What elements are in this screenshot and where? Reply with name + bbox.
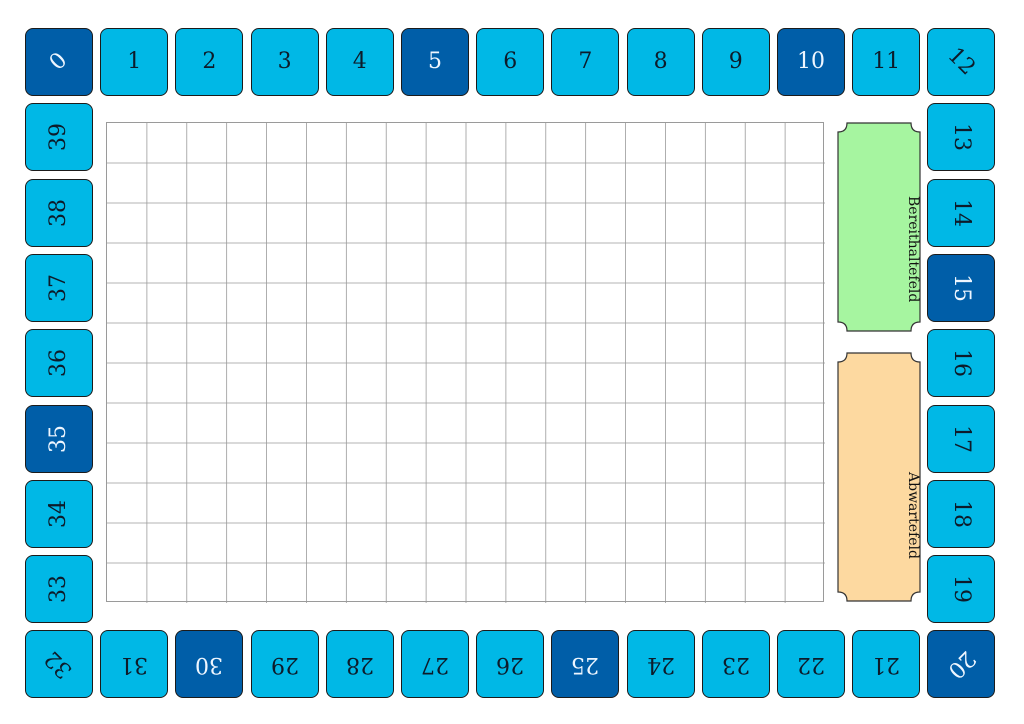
track-field-number: 34 [46, 499, 71, 528]
track-field-1[interactable]: 1 [100, 28, 169, 96]
track-field-16[interactable]: 16 [927, 329, 996, 398]
track-field-number: 14 [949, 198, 975, 227]
standby-area[interactable]: Bereithaltefeld [837, 122, 921, 332]
track-field-9[interactable]: 9 [701, 28, 770, 96]
track-field-number: 21 [872, 652, 901, 678]
track-field-8[interactable]: 8 [626, 28, 695, 96]
track-field-number: 0 [44, 47, 73, 76]
track-field-23[interactable]: 23 [701, 630, 770, 699]
track-field-5[interactable]: 5 [401, 28, 469, 96]
track-field-37[interactable]: 37 [25, 253, 93, 322]
track-field-18[interactable]: 18 [927, 479, 996, 548]
track-field-25[interactable]: 25 [551, 630, 620, 699]
track-field-13[interactable]: 13 [927, 103, 996, 172]
track-field-number: 22 [797, 652, 825, 678]
track-field-2[interactable]: 2 [175, 28, 244, 96]
track-field-number: 5 [428, 49, 442, 74]
track-field-number: 1 [127, 49, 142, 74]
track-field-number: 2 [202, 49, 217, 74]
track-field-number: 25 [571, 652, 600, 678]
track-field-17[interactable]: 17 [927, 404, 996, 473]
track-field-number: 7 [578, 49, 593, 74]
standby-area-outline [837, 122, 921, 332]
waiting-area-label: Abwartefeld [905, 471, 921, 559]
track-field-number: 39 [46, 123, 71, 152]
track-field-number: 33 [46, 575, 71, 604]
track-field-30[interactable]: 30 [175, 630, 244, 699]
track-field-number: 32 [39, 646, 78, 684]
standby-area-shape [837, 122, 921, 332]
track-field-6[interactable]: 6 [476, 28, 545, 96]
track-field-27[interactable]: 27 [401, 630, 469, 699]
track-field-number: 20 [943, 646, 981, 684]
track-field-33[interactable]: 33 [25, 555, 93, 624]
track-field-number: 19 [949, 575, 975, 604]
track-field-3[interactable]: 3 [250, 28, 319, 96]
track-field-number: 24 [646, 652, 675, 678]
track-field-0[interactable]: 0 [25, 28, 93, 96]
track-field-4[interactable]: 4 [325, 28, 394, 96]
track-field-7[interactable]: 7 [551, 28, 620, 96]
track-field-15[interactable]: 15 [927, 253, 996, 322]
track-field-number: 37 [46, 273, 71, 302]
track-field-35[interactable]: 35 [25, 404, 93, 473]
track-field-39[interactable]: 39 [25, 103, 93, 172]
track-field-number: 3 [277, 49, 292, 74]
waiting-area[interactable]: Abwartefeld [837, 352, 921, 602]
waiting-area-shape [837, 352, 921, 602]
track-field-10[interactable]: 10 [777, 28, 845, 96]
track-field-number: 12 [943, 42, 981, 81]
track-field-number: 17 [949, 424, 975, 453]
track-field-number: 30 [195, 652, 224, 678]
track-field-number: 16 [949, 349, 975, 378]
track-field-number: 28 [345, 652, 374, 678]
track-field-29[interactable]: 29 [250, 630, 319, 699]
grid-lines [107, 123, 825, 603]
waiting-area-outline [837, 352, 921, 602]
standby-area-label: Bereithaltefeld [905, 195, 921, 303]
track-field-number: 8 [653, 49, 668, 74]
track-field-number: 15 [949, 273, 975, 302]
track-field-number: 29 [270, 652, 299, 678]
track-field-14[interactable]: 14 [927, 178, 996, 247]
track-field-12[interactable]: 12 [927, 28, 996, 96]
track-field-number: 9 [728, 49, 743, 74]
track-field-28[interactable]: 28 [325, 630, 394, 699]
track-field-number: 35 [46, 424, 71, 453]
track-field-31[interactable]: 31 [100, 630, 169, 699]
track-field-number: 13 [949, 123, 975, 152]
track-field-19[interactable]: 19 [927, 555, 996, 624]
track-field-22[interactable]: 22 [777, 630, 845, 699]
track-field-number: 10 [797, 49, 825, 74]
track-field-20[interactable]: 20 [927, 630, 996, 699]
track-field-26[interactable]: 26 [476, 630, 545, 699]
track-field-number: 38 [46, 198, 71, 227]
track-field-number: 6 [503, 49, 518, 74]
track-field-number: 31 [120, 652, 149, 678]
track-field-36[interactable]: 36 [25, 329, 93, 398]
track-field-34[interactable]: 34 [25, 479, 93, 548]
track-field-32[interactable]: 32 [25, 630, 93, 699]
track-field-24[interactable]: 24 [626, 630, 695, 699]
track-field-number: 26 [496, 652, 525, 678]
track-field-number: 18 [949, 499, 975, 528]
play-grid[interactable] [106, 122, 825, 603]
track-field-number: 27 [421, 652, 449, 678]
track-field-number: 23 [721, 652, 750, 678]
track-field-number: 11 [872, 49, 901, 74]
track-field-38[interactable]: 38 [25, 178, 93, 247]
track-field-11[interactable]: 11 [852, 28, 921, 96]
track-field-number: 36 [46, 349, 71, 378]
track-field-number: 4 [352, 49, 367, 74]
track-field-21[interactable]: 21 [852, 630, 921, 699]
